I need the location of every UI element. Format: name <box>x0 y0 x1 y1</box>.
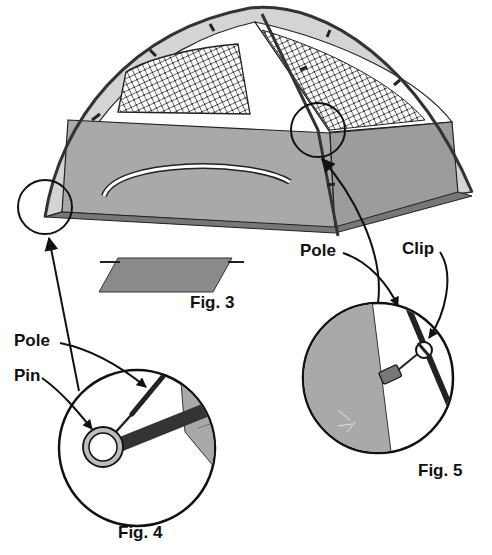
leader-line <box>429 252 447 338</box>
part-label: Clip <box>402 240 434 259</box>
part-label: Pole <box>300 242 336 261</box>
figure-label: Fig. 5 <box>418 462 462 481</box>
stake-bag <box>99 258 244 292</box>
callout-circles <box>18 103 345 234</box>
leader-line <box>60 343 146 387</box>
figure-label: Fig. 3 <box>190 294 234 313</box>
tent-figure <box>45 7 472 236</box>
part-label: Pin <box>14 367 40 386</box>
part-label: Pole <box>14 332 50 351</box>
detail-clip <box>290 300 460 460</box>
leader-line <box>343 253 398 306</box>
leader-line <box>42 378 92 429</box>
callout-arrow <box>322 159 379 303</box>
figure-label: Fig. 4 <box>118 524 162 543</box>
detail-pin <box>59 368 225 526</box>
callout-arrow <box>49 238 79 391</box>
